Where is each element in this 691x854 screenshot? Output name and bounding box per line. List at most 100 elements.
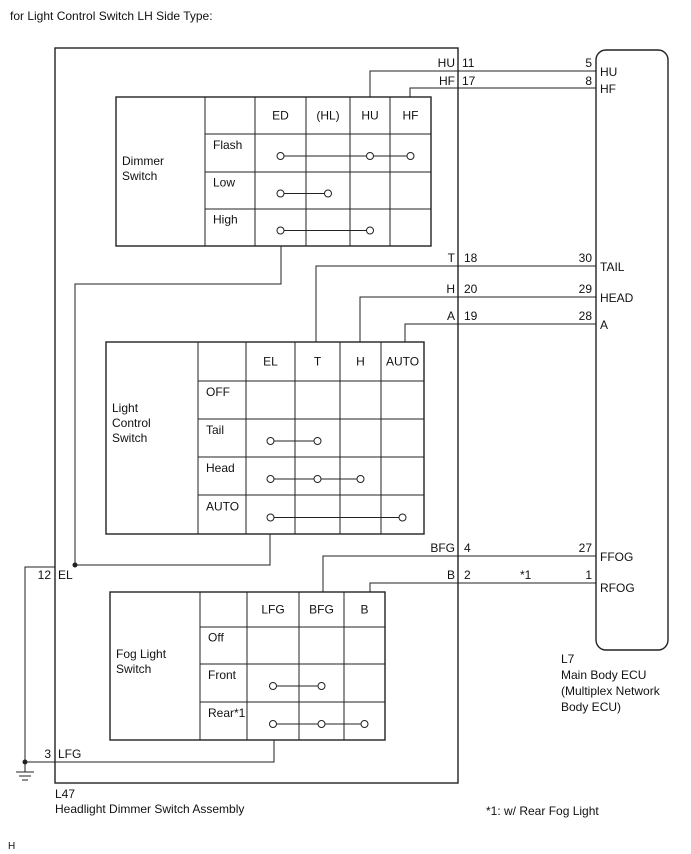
ecu-name-line-2: (Multiplex Network bbox=[561, 684, 661, 698]
ecu-pin-head: 29 bbox=[579, 282, 593, 296]
wire-pin-b: 2 bbox=[464, 568, 471, 582]
switch-column-header: AUTO bbox=[386, 355, 419, 369]
ecu-label-a: A bbox=[600, 318, 608, 332]
ground-icon bbox=[16, 771, 34, 781]
switch-title-line: Fog Light bbox=[116, 647, 167, 661]
continuity-terminal bbox=[356, 475, 365, 483]
wire-note-b: *1 bbox=[520, 568, 532, 582]
wire-ffog bbox=[322, 555, 596, 592]
ecu-label-rfog: RFOG bbox=[600, 581, 635, 595]
continuity-terminal bbox=[269, 682, 277, 690]
ecu-pin-tail: 30 bbox=[579, 251, 593, 265]
assembly-name: Headlight Dimmer Switch Assembly bbox=[55, 802, 244, 816]
continuity-terminal bbox=[313, 475, 322, 483]
wire-pin-hf: 17 bbox=[462, 74, 476, 88]
switch-title-line: Dimmer bbox=[122, 154, 164, 168]
switch-title-line: Switch bbox=[112, 431, 147, 445]
switch-column-header: T bbox=[314, 355, 322, 369]
wire-auto bbox=[404, 323, 596, 342]
footnote: *1: w/ Rear Fog Light bbox=[486, 804, 599, 818]
ecu-name-line-3: Body ECU) bbox=[561, 700, 621, 714]
wire-ed-el bbox=[74, 246, 282, 566]
diagram-heading: for Light Control Switch LH Side Type: bbox=[10, 9, 213, 23]
wire-hf bbox=[409, 87, 596, 97]
ecu-pin-hf: 8 bbox=[585, 74, 592, 88]
switch-position-label: Head bbox=[206, 461, 235, 475]
continuity-terminal bbox=[266, 437, 275, 445]
wire-pin-bfg: 4 bbox=[464, 541, 471, 555]
switch-position-label: OFF bbox=[206, 385, 230, 399]
ecu-pin-a: 28 bbox=[579, 309, 593, 323]
switch-position-label: AUTO bbox=[206, 500, 239, 514]
continuity-terminal bbox=[276, 152, 285, 160]
ecu-label-hu: HU bbox=[600, 65, 617, 79]
assembly-frame bbox=[54, 47, 459, 784]
switch-column-header: B bbox=[360, 603, 368, 617]
switch-column-header: HF bbox=[403, 109, 419, 123]
ecu-pin-hu: 5 bbox=[585, 56, 592, 70]
ecu-label-tail: TAIL bbox=[600, 260, 625, 274]
ground-pin-el-number: 12 bbox=[38, 568, 52, 582]
wire-pin-h: 20 bbox=[464, 282, 478, 296]
continuity-terminal bbox=[317, 720, 326, 728]
junction-dot bbox=[72, 562, 78, 568]
wire-signal-hu: HU bbox=[438, 56, 455, 70]
switch-column-header: BFG bbox=[309, 603, 334, 617]
continuity-terminal bbox=[313, 437, 322, 445]
continuity-terminal bbox=[398, 513, 407, 522]
ecu-label-ffog: FFOG bbox=[600, 550, 633, 564]
ecu-label-hf: HF bbox=[600, 82, 616, 96]
ecu-label-head: HEAD bbox=[600, 291, 634, 305]
wire-signal-a: A bbox=[447, 309, 455, 323]
switch-column-header: LFG bbox=[261, 603, 284, 617]
wire-rfog bbox=[369, 582, 596, 592]
switch-position-label: Tail bbox=[206, 423, 224, 437]
wire-signal-bfg: BFG bbox=[430, 541, 455, 555]
continuity-terminal bbox=[269, 720, 277, 728]
wire-signal-hf: HF bbox=[439, 74, 455, 88]
ecu-box bbox=[595, 49, 669, 651]
continuity-terminal bbox=[266, 475, 275, 483]
switch-position-label: Flash bbox=[213, 138, 242, 152]
continuity-terminal bbox=[266, 513, 275, 522]
continuity-terminal bbox=[276, 189, 285, 198]
continuity-terminal bbox=[317, 682, 326, 690]
ground-pin-lfg-signal: LFG bbox=[58, 747, 81, 761]
wire-lfg-ground bbox=[25, 740, 275, 763]
switch-position-label: High bbox=[213, 213, 238, 227]
continuity-terminal bbox=[366, 226, 374, 235]
corner-mark: H bbox=[8, 841, 15, 852]
wire-pin-a: 19 bbox=[464, 309, 478, 323]
switch-column-header: EL bbox=[263, 355, 278, 369]
ground-pin-lfg-number: 3 bbox=[44, 747, 51, 761]
switch-title-line: Switch bbox=[122, 169, 157, 183]
continuity-terminal bbox=[276, 226, 285, 235]
wire-el-ground bbox=[24, 566, 55, 762]
switch-column-header: (HL) bbox=[316, 109, 339, 123]
switch-box bbox=[105, 341, 425, 535]
wire-head bbox=[359, 296, 596, 342]
switch-position-label: Rear*1 bbox=[208, 706, 246, 720]
continuity-terminal bbox=[406, 152, 415, 160]
wire-hu bbox=[369, 70, 596, 97]
switch-position-label: Front bbox=[208, 668, 237, 682]
ecu-code: L7 bbox=[561, 652, 575, 666]
wire-signal-t: T bbox=[448, 251, 456, 265]
continuity-terminal bbox=[360, 720, 369, 728]
wire-signal-h: H bbox=[446, 282, 455, 296]
ecu-pin-rfog: 1 bbox=[585, 568, 592, 582]
switch-column-header: H bbox=[356, 355, 365, 369]
assembly-code: L47 bbox=[55, 787, 75, 801]
switch-column-header: HU bbox=[361, 109, 378, 123]
ecu-name-line-1: Main Body ECU bbox=[561, 668, 646, 682]
switch-position-label: Off bbox=[208, 631, 224, 645]
wire-tail bbox=[315, 265, 596, 342]
switch-position-label: Low bbox=[213, 176, 235, 190]
continuity-terminal bbox=[324, 189, 332, 198]
switch-title-line: Control bbox=[112, 416, 151, 430]
wire-pin-hu: 11 bbox=[462, 56, 475, 70]
